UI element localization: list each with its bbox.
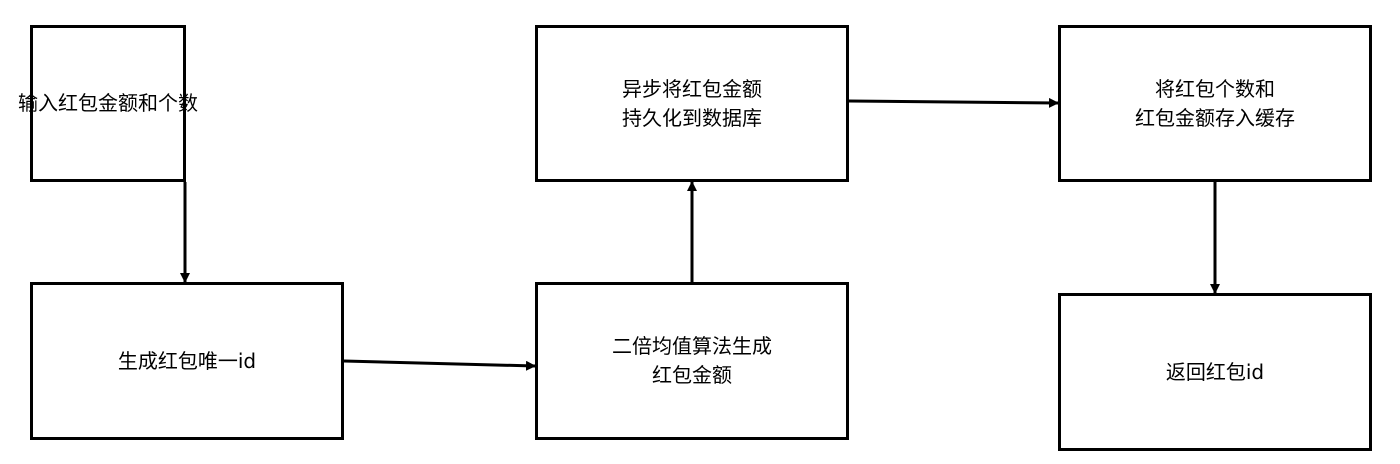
node-label-line-2: 红包金额存入缓存 (1135, 105, 1295, 130)
node-generate-unique-id[interactable]: 生成红包唯一id (30, 282, 344, 440)
node-label-line-1: 异步将红包金额 (622, 76, 762, 101)
node-label: 生成红包唯一id (117, 348, 257, 373)
node-double-average-algorithm[interactable]: 二倍均值算法生成 红包金额 (535, 282, 849, 440)
node-async-persist-db[interactable]: 异步将红包金额 持久化到数据库 (535, 25, 849, 182)
node-input-amount-count[interactable]: 输入红包金额和个数 (18, 25, 198, 182)
node-label: 输入红包金额和个数 (18, 91, 198, 115)
node-label: 返回红包id (1165, 359, 1265, 384)
node-return-id[interactable]: 返回红包id (1058, 293, 1372, 451)
node-label-line-2: 红包金额 (652, 363, 732, 387)
node-store-in-cache[interactable]: 将红包个数和 红包金额存入缓存 (1058, 25, 1372, 182)
node-label-line-2: 持久化到数据库 (622, 105, 762, 130)
edge-generate-id-to-algorithm (343, 359, 536, 371)
node-label-line-1: 将红包个数和 (1155, 76, 1275, 101)
node-label-line-1: 二倍均值算法生成 (612, 334, 772, 358)
edge-persist-to-cache (848, 97, 1059, 108)
